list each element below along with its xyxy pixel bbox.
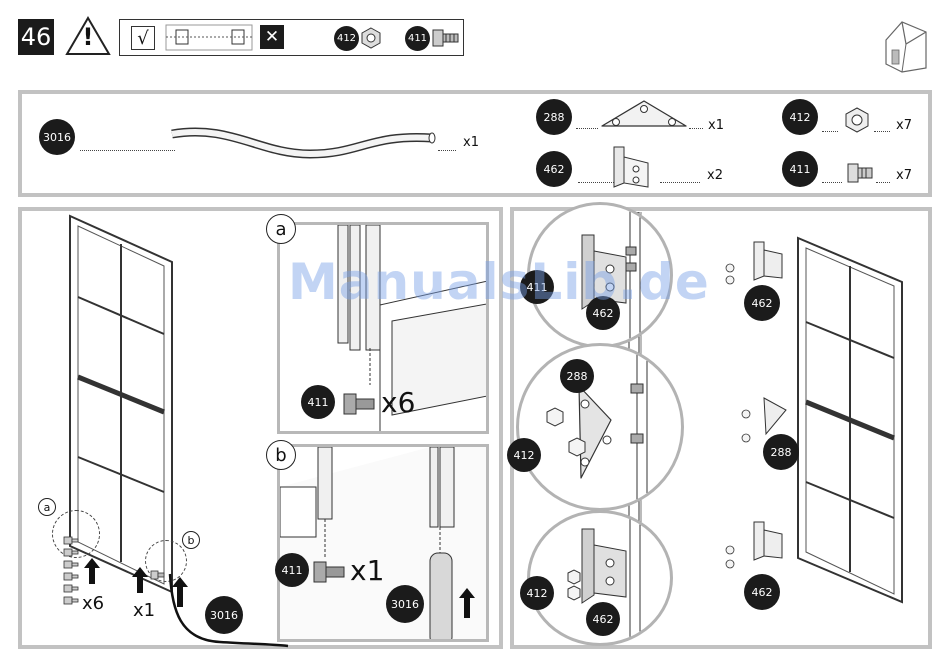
correct-checkbox: √ <box>131 26 155 50</box>
part-badge-288: 288 <box>536 99 572 135</box>
part-qty-288: x1 <box>708 118 724 133</box>
part-badge-412: 412 <box>782 99 818 135</box>
shed-icon <box>880 18 932 74</box>
part-qty-462: x2 <box>707 168 723 183</box>
nut-icon <box>844 107 870 133</box>
leader-line <box>576 128 598 129</box>
bolt-icon <box>846 160 874 186</box>
up-arrow-icon <box>84 558 100 584</box>
curved-rail-icon <box>170 124 440 170</box>
leader-line <box>80 150 175 151</box>
quantity-a: x6 <box>82 593 104 614</box>
bottom-badge-412: 412 <box>520 576 554 610</box>
door-badge-462-bottom: 462 <box>744 574 780 610</box>
leader-line <box>660 182 700 183</box>
door-frame-illustration <box>720 232 910 607</box>
door-badge-288: 288 <box>763 434 799 470</box>
triangle-plate-icon <box>598 98 690 134</box>
part-badge-462: 462 <box>536 151 572 187</box>
up-arrow-icon <box>459 588 475 618</box>
part-badge-411: 411 <box>782 151 818 187</box>
rail-badge-3016: 3016 <box>205 596 243 634</box>
inset-letter-b: b <box>266 440 296 470</box>
nut-icon <box>360 27 382 49</box>
part-qty-411: x7 <box>896 168 912 183</box>
callout-letter-b: b <box>182 531 200 549</box>
leader-line <box>874 131 890 132</box>
leader-line <box>689 128 703 129</box>
inset-letter-a: a <box>266 214 296 244</box>
up-arrow-icon <box>132 567 148 593</box>
leader-line <box>876 182 890 183</box>
part-qty-3016: x1 <box>463 135 479 150</box>
inset-b-badge-411: 411 <box>275 553 309 587</box>
detail-inset-b <box>277 444 489 642</box>
warning-symbol: ! <box>80 23 96 51</box>
rail-alignment-diagram <box>162 21 257 54</box>
bolt-icon <box>431 27 461 49</box>
quantity-b: x1 <box>133 600 155 621</box>
door-badge-462-top: 462 <box>744 285 780 321</box>
inset-b-rail-badge-3016: 3016 <box>386 585 424 623</box>
hardware-badge-412: 412 <box>334 26 359 51</box>
part-qty-412: x7 <box>896 118 912 133</box>
bolt-icon <box>311 557 347 587</box>
middle-badge-412: 412 <box>507 438 541 472</box>
inset-a-quantity: x6 <box>381 386 415 419</box>
callout-letter-a: a <box>38 498 56 516</box>
bolt-stack-icon <box>60 535 82 611</box>
bottom-badge-462: 462 <box>586 602 620 636</box>
bolt-icon <box>341 389 377 419</box>
detail-circle-middle <box>516 343 684 511</box>
middle-badge-288: 288 <box>560 359 594 393</box>
inset-b-quantity: x1 <box>350 554 384 587</box>
hardware-badge-411: 411 <box>405 26 430 51</box>
inset-a-badge-411: 411 <box>301 385 335 419</box>
leader-line <box>438 150 456 151</box>
part-badge-3016: 3016 <box>39 119 75 155</box>
angle-bracket-icon <box>608 143 656 191</box>
leader-line <box>822 131 838 132</box>
leader-line <box>822 182 842 183</box>
watermark: ManualsLib.de <box>288 253 710 311</box>
wrong-mark: ✕ <box>260 25 284 49</box>
step-number: 46 <box>18 19 54 55</box>
